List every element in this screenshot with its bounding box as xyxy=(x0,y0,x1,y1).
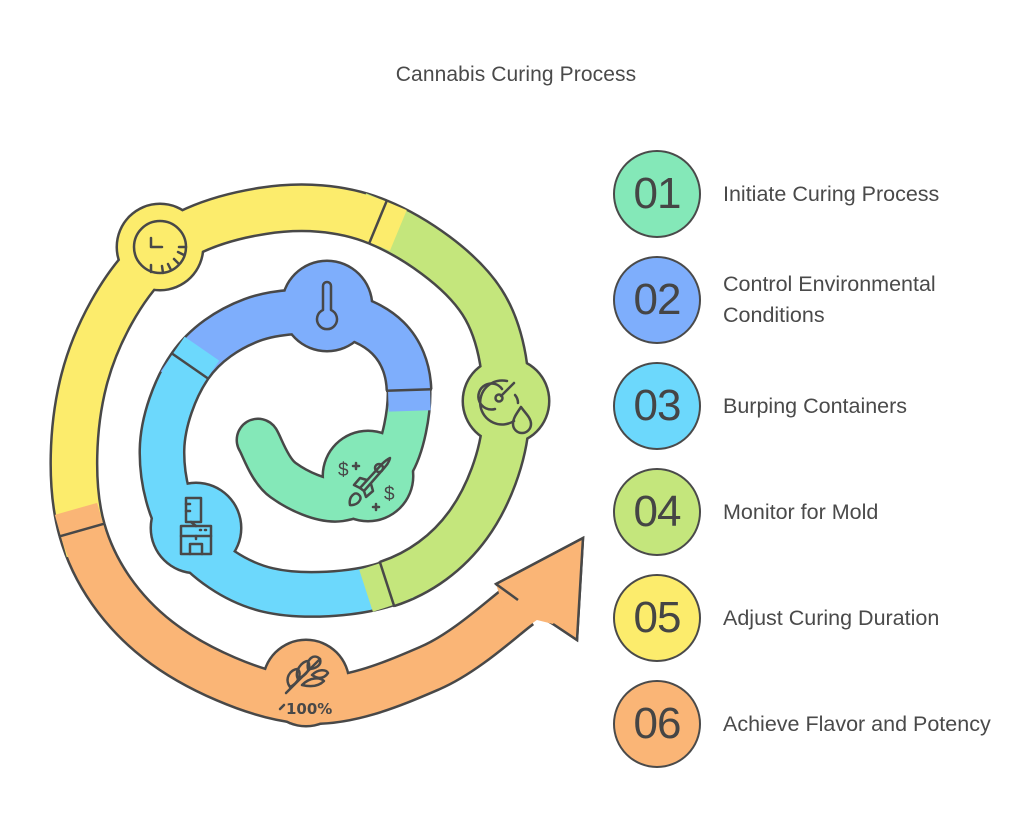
arrowhead-notch xyxy=(495,582,519,602)
step-item-04: 04 Monitor for Mold xyxy=(613,468,1013,562)
step-label: Achieve Flavor and Potency xyxy=(723,711,991,736)
step-badge-03: 03 xyxy=(613,362,701,450)
rocket-money-icon: $$ xyxy=(338,456,395,512)
dollar-sign: $ xyxy=(338,460,349,481)
divider-05-06 xyxy=(58,522,106,538)
step-item-06: 06 Achieve Flavor and Potency xyxy=(613,680,1013,774)
step-item-01: 01 Initiate Curing Process xyxy=(613,150,1013,244)
step-badge-02: 02 xyxy=(613,256,701,344)
step-badge-05: 05 xyxy=(613,574,701,662)
step-badge-06: 06 xyxy=(613,680,701,768)
clock-icon xyxy=(132,219,188,275)
step-label: Burping Containers xyxy=(723,393,908,418)
step-item-03: 03 Burping Containers xyxy=(613,362,1013,456)
divider-02-03 xyxy=(170,351,210,381)
dollar-sign: $ xyxy=(384,484,395,505)
node-fill-02 xyxy=(283,262,371,350)
step-item-05: 05 Adjust Curing Duration xyxy=(613,574,1013,668)
percent-label: 100% xyxy=(286,700,332,718)
step-label: Adjust Curing Duration xyxy=(723,605,940,630)
step-item-02: 02 Control Environmental Conditions xyxy=(613,256,1013,350)
step-label: Control Environmental Conditions xyxy=(723,272,936,327)
step-number: 06 xyxy=(633,699,682,748)
divider-03-04 xyxy=(378,560,396,608)
arrowhead-edge xyxy=(495,535,585,643)
step-number: 04 xyxy=(633,487,682,536)
step-badge-01: 01 xyxy=(613,150,701,238)
diagram-title: Cannabis Curing Process xyxy=(395,63,637,86)
divider-01-02 xyxy=(385,388,433,392)
grain-100-percent-icon: 100% xyxy=(278,655,332,718)
thermometer-icon xyxy=(315,280,339,331)
node-fill-04 xyxy=(464,359,548,443)
step-number: 03 xyxy=(633,381,682,430)
step-number: 02 xyxy=(633,275,682,324)
step-label: Initiate Curing Process xyxy=(723,181,940,206)
step-label: Monitor for Mold xyxy=(723,499,879,524)
step-badge-04: 04 xyxy=(613,468,701,556)
step-number: 05 xyxy=(633,593,682,642)
spiral-fills xyxy=(51,185,585,725)
divider-04-05 xyxy=(367,199,389,245)
arrowhead-fill xyxy=(496,538,583,640)
humidity-gauge-icon xyxy=(477,379,533,435)
segment-dividers xyxy=(58,199,433,608)
water-dispenser-icon xyxy=(179,496,213,556)
node-fill-01 xyxy=(324,432,412,520)
spiral-icons: $$100% xyxy=(132,219,533,718)
step-number: 01 xyxy=(633,169,682,218)
node-fill-03 xyxy=(152,484,240,572)
